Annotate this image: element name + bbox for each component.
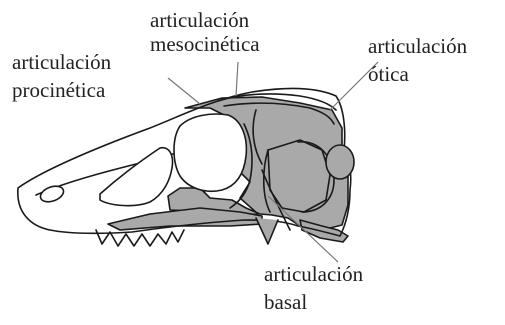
label-prokinetic-line2: procinética (12, 78, 111, 102)
label-otic: articulación ótica (368, 34, 467, 86)
label-prokinetic-line1: articulación (12, 50, 111, 74)
label-mesokinetic-line2: mesocinética (150, 32, 260, 56)
jaw-band (108, 208, 262, 230)
occipital-condyle (326, 145, 354, 179)
label-mesokinetic-line1: articulación (150, 8, 260, 32)
orbit (174, 114, 246, 191)
label-basal-line2: basal (264, 290, 363, 314)
quadrate-region (268, 140, 330, 212)
label-otic-line2: ótica (368, 62, 467, 86)
teeth (96, 230, 184, 246)
basipterygoid-spike (256, 218, 278, 244)
leader-mesokinetic (236, 62, 238, 96)
leader-prokinetic (168, 78, 200, 104)
label-prokinetic: articulación procinética (12, 50, 111, 102)
antorbital-fenestra (100, 148, 173, 206)
nostril (38, 183, 65, 204)
label-basal: articulación basal (264, 262, 363, 314)
label-basal-line1: articulación (264, 262, 363, 286)
label-mesokinetic: articulación mesocinética (150, 8, 260, 56)
label-otic-line1: articulación (368, 34, 467, 58)
